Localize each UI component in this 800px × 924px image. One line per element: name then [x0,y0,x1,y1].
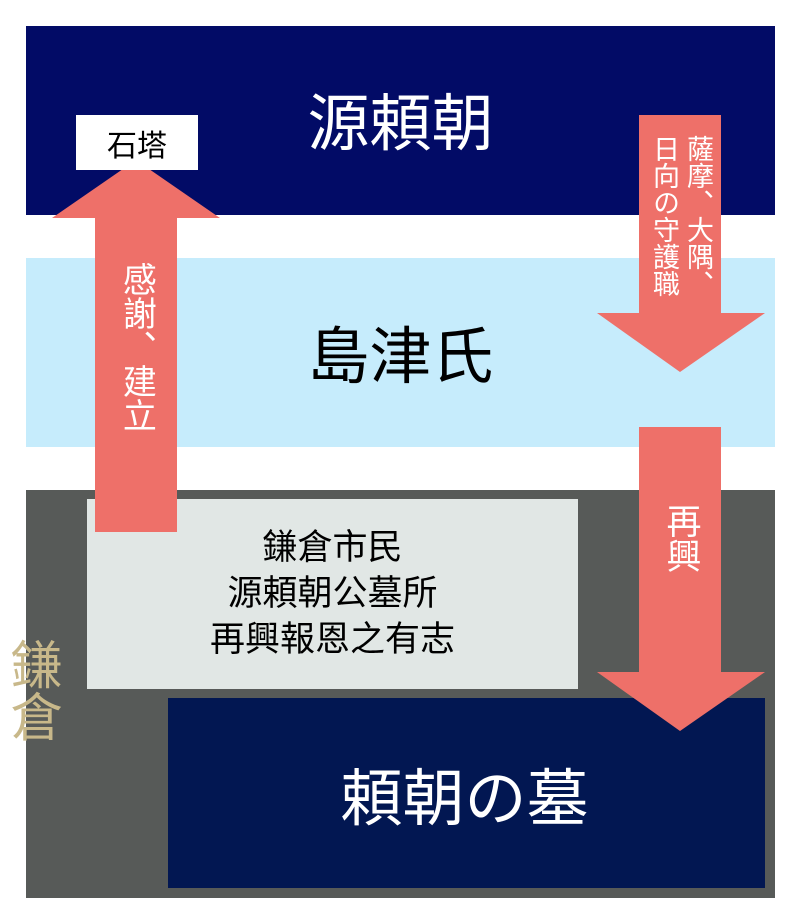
up-arrow [52,160,220,532]
group-line-3: 再興報恩之有志 [209,620,455,660]
yoritomo-grave-box: 頼朝の墓 [168,698,765,888]
stone-pagoda-box: 石塔 [76,115,198,170]
down-arrow-top-label-col2: 日向の守護職 [648,135,679,297]
group-line-1: 鎌倉市民 [262,528,403,568]
down-arrow-top-label-col1: 薩摩、大隅、 [682,135,713,297]
grave-title: 頼朝の墓 [340,762,589,835]
citizens-group-box: 鎌倉市民 源頼朝公墓所 再興報恩之有志 [87,499,578,689]
kamakura-label: 鎌倉 [1,638,62,742]
down-arrow-top [597,115,765,372]
stone-pagoda-label: 石塔 [107,128,167,164]
down-arrow-bottom-label: 再興 [660,503,701,573]
group-line-2: 源頼朝公墓所 [227,574,438,614]
down-arrow-bottom [597,427,765,731]
up-arrow-label: 感謝、建立 [116,262,157,432]
shimazu-title: 島津氏 [307,319,494,393]
minamoto-yoritomo-title: 源頼朝 [307,86,494,160]
